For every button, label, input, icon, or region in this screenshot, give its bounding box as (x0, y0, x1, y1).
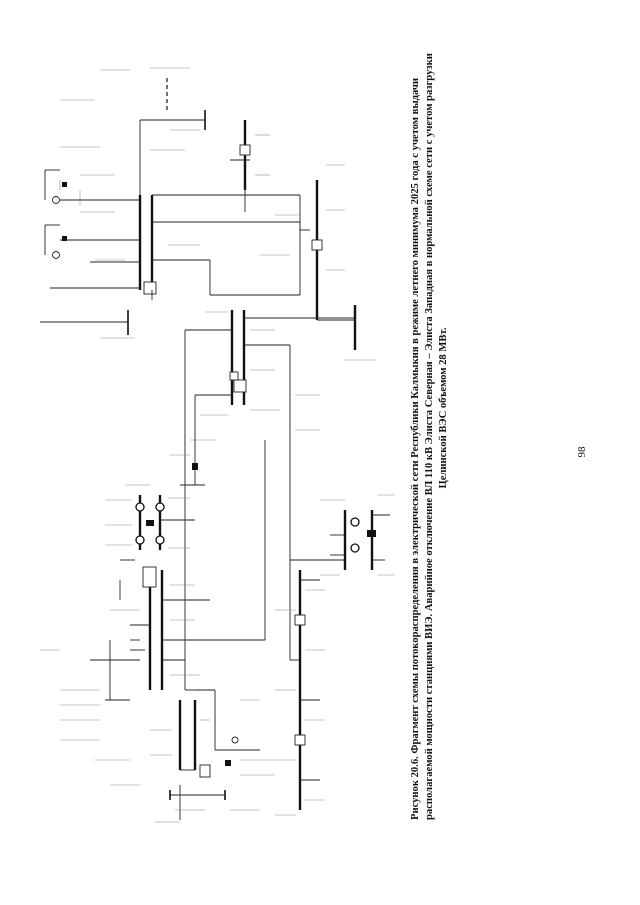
transformer-block (143, 281, 157, 295)
top-substation-group (44, 67, 300, 295)
lower-right-substation-group (275, 494, 395, 816)
switch-icon (294, 614, 306, 626)
breaker-icon (146, 520, 154, 526)
switch-icon (294, 734, 306, 746)
switch-icon (229, 371, 239, 381)
transformer-icon (350, 543, 360, 553)
transformer-icon (155, 502, 165, 512)
transformer-block (233, 379, 247, 393)
center-substation-group (105, 484, 195, 550)
caption-line-1: Рисунок 20.6. Фрагмент схемы потокораспр… (410, 78, 421, 820)
generator-icon (52, 251, 60, 259)
caption-line-3: Целинской ВЭС объемом 28 МВт. (438, 327, 449, 488)
transformer-block (142, 566, 157, 588)
bottom-left-substation-group (40, 559, 275, 823)
transformer-icon (155, 535, 165, 545)
breaker-icon (192, 463, 198, 470)
breaker-icon (62, 182, 67, 187)
breaker-icon (62, 236, 67, 241)
figure-caption: Рисунок 20.6. Фрагмент схемы потокораспр… (410, 53, 449, 820)
top-right-substation-group (230, 120, 375, 361)
breaker-icon (225, 760, 231, 766)
transformer-icon (135, 535, 145, 545)
transformer-icon (135, 502, 145, 512)
switch-icon (199, 764, 211, 778)
small-node (170, 454, 205, 486)
breaker-icon (367, 530, 376, 537)
switch-icon (239, 144, 251, 156)
lower-center-substation-group (110, 440, 266, 690)
caption-line-2: располагаемой мощности станциями ВИЭ. Ав… (424, 53, 435, 820)
left-feeder (40, 310, 135, 339)
middle-substation-group (151, 222, 355, 690)
page-number: 98 (576, 446, 588, 458)
generator-icon (231, 736, 239, 744)
transformer-icon (350, 517, 360, 527)
switch-icon (311, 239, 323, 251)
generator-icon (52, 196, 60, 204)
page-number-group: 98 (576, 446, 588, 458)
